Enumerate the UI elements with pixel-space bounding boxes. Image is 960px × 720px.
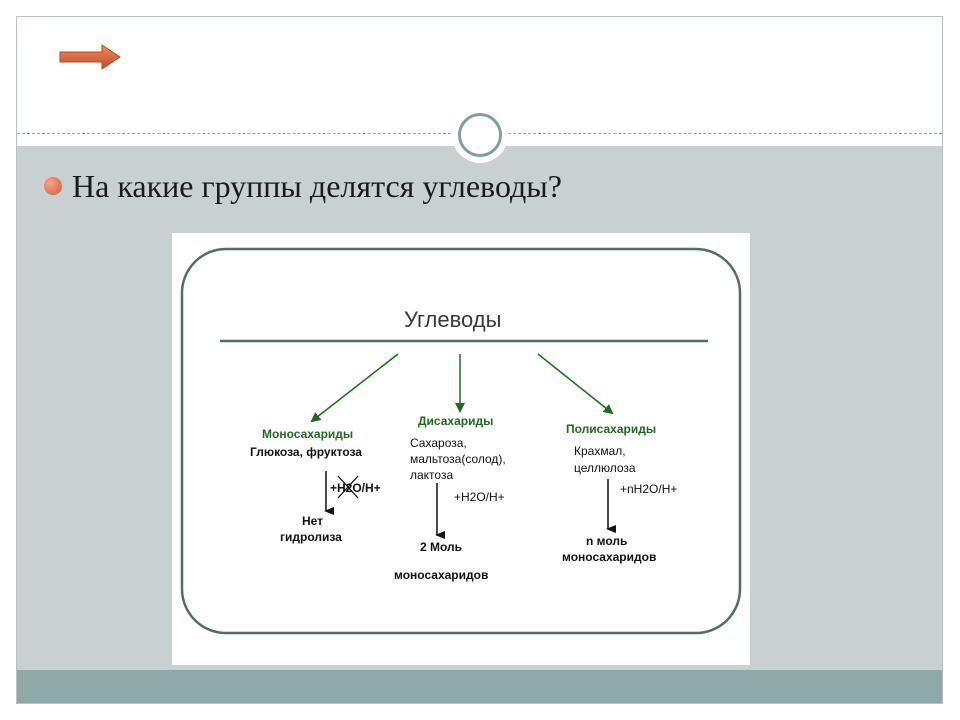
no-reaction-cross-icon [337,475,359,499]
circle-ring-icon [452,107,508,163]
carbohydrates-diagram: Углеводы Моносахариды Глюкоза, фруктоза … [172,233,750,665]
polysaccharides-result-line2: моносахаридов [562,550,657,564]
polysaccharides-reagent: +nH2O/H+ [620,482,678,496]
disaccharides-example-3: лактоза [410,468,454,482]
disaccharides-result-line2: моносахаридов [394,568,489,582]
monosaccharides-result-line2: гидролиза [280,530,342,544]
diagram-root-title: Углеводы [404,307,502,332]
bullet-dot-icon [44,177,62,195]
monosaccharides-result-line1: Нет [302,514,324,528]
disaccharides-result-line1: 2 Моль [420,540,463,554]
disaccharides-example-2: мальтоза(солод), [410,452,506,466]
monosaccharides-examples: Глюкоза, фруктоза [250,445,362,459]
disaccharides-reagent: +H2O/H+ [454,490,505,504]
polysaccharides-example-2: целлюлоза [574,461,636,475]
polysaccharides-example-1: Крахмал, [574,444,626,458]
footer-band [17,670,942,703]
right-arrow-icon[interactable] [58,44,122,70]
slide-question: На какие группы делятся углеводы? [72,168,562,204]
disaccharides-title: Дисахариды [418,414,494,428]
monosaccharides-title: Моносахариды [262,427,354,441]
arrow-to-polysaccharides [537,353,614,415]
polysaccharides-title: Полисахариды [566,422,657,436]
polysaccharides-result-line1: n моль [586,534,628,548]
monosaccharides-reagent: +H2O/H+ [330,481,381,495]
diagram-frame [180,247,742,635]
disaccharides-example-1: Сахароза, [410,436,467,450]
arrow-to-monosaccharides [310,353,399,423]
